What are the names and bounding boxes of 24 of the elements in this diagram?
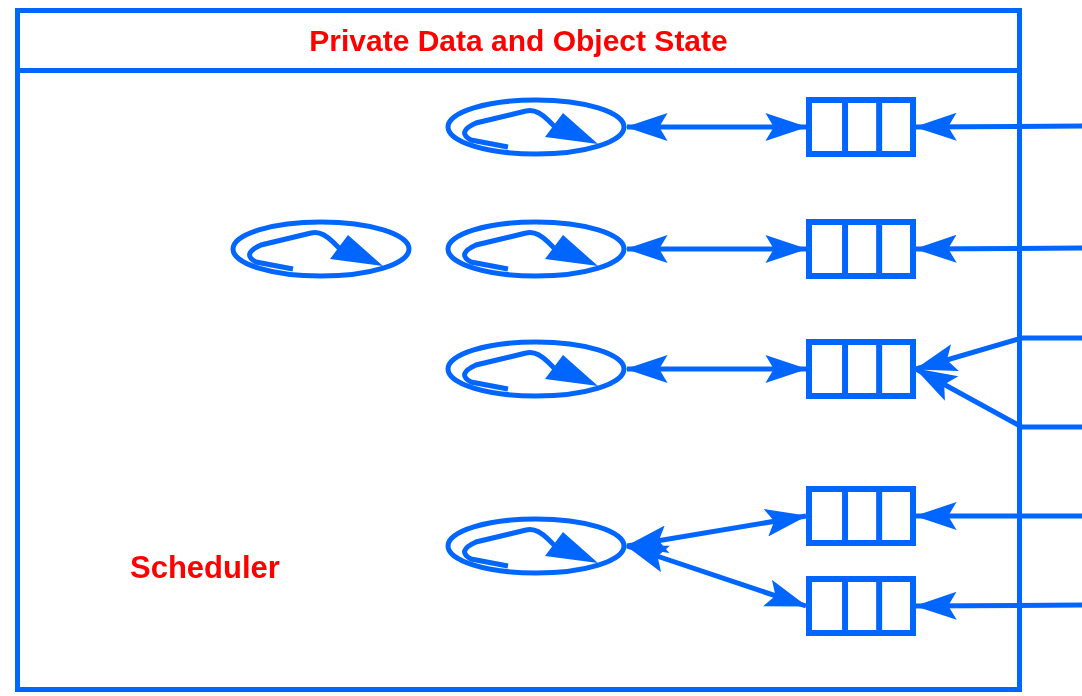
- arrow: [914, 502, 1082, 530]
- frame-title: Private Data and Object State: [309, 23, 728, 58]
- arrow: [625, 543, 808, 609]
- arrow: [914, 112, 1082, 141]
- object-frame: [15, 8, 1022, 692]
- arrow: [914, 335, 1082, 372]
- thread-icon: [445, 339, 627, 399]
- message-queue-icon: [806, 97, 916, 157]
- arrow: [914, 366, 1082, 430]
- arrow: [625, 355, 808, 383]
- thread-icon: [445, 516, 627, 576]
- scheduler-label: Scheduler: [130, 550, 280, 586]
- arrow: [625, 235, 808, 263]
- arrow: [625, 508, 808, 554]
- arrow: [625, 113, 808, 141]
- message-queue-icon: [806, 219, 916, 279]
- thread-icon: [230, 219, 412, 279]
- arrow: [914, 234, 1082, 263]
- message-queue-icon: [806, 339, 916, 399]
- thread-icon: [445, 97, 627, 157]
- arrow: [914, 591, 1082, 620]
- thread-icon: [445, 219, 627, 279]
- message-queue-icon: [806, 576, 916, 636]
- message-queue-icon: [806, 486, 916, 546]
